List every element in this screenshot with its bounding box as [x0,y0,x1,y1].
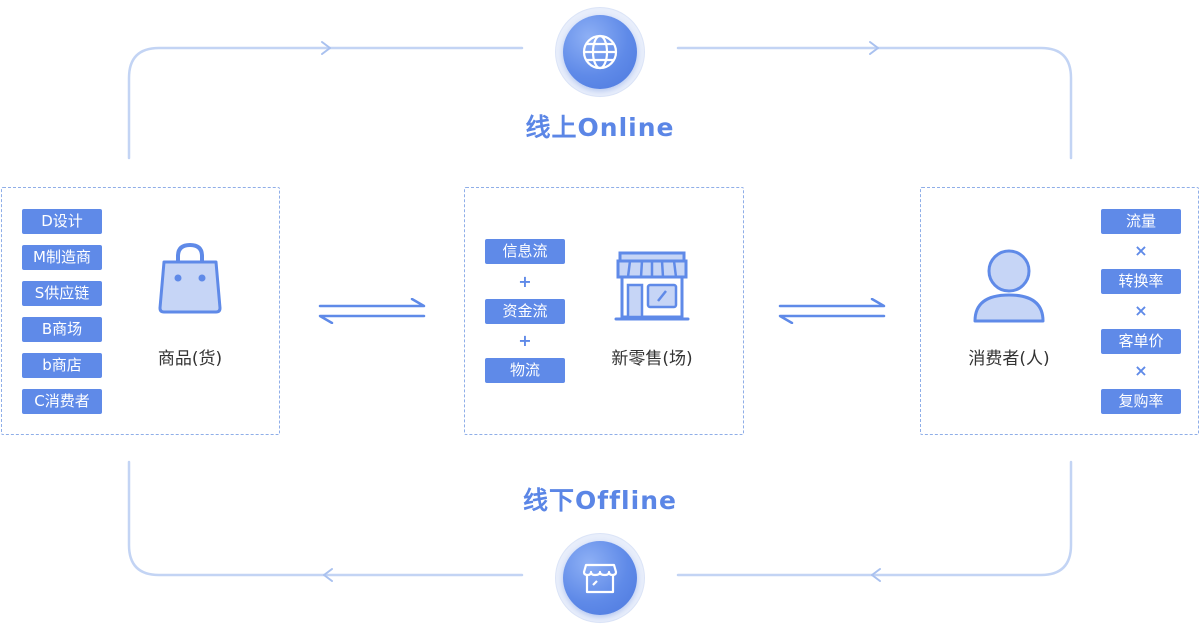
consumer-factor-tag: 转换率 [1101,269,1181,294]
offline-label: 线下Offline [523,486,677,515]
goods-tag: M制造商 [22,245,102,270]
retail-consumer-exchange-arrows [778,298,886,324]
storefront-icon [582,563,618,594]
goods-panel: D设计 M制造商 S供应链 B商场 b商店 C消费者 商品(货) [1,187,280,435]
retail-flow-tag: 资金流 [485,299,565,324]
online-loop-right [676,46,1073,160]
offline-arrow-left [323,568,333,582]
online-arrow-left [321,41,331,55]
consumer-factor-tag: 流量 [1101,209,1181,234]
goods-tag: C消费者 [22,389,102,414]
goods-tag: b商店 [22,353,102,378]
online-label: 线上Online [525,113,675,142]
arrow-left-icon [318,314,426,324]
consumer-panel: 消费者(人) 流量 × 转换率 × 客单价 × 复购率 [920,187,1199,435]
arrow-left-icon [778,314,886,324]
goods-caption: 商品(货) [157,349,223,369]
consumer-caption: 消费者(人) [968,349,1050,369]
multiply-sign: × [1134,301,1148,320]
retail-caption: 新零售(场) [611,349,693,369]
consumer-factor-tag: 复购率 [1101,389,1181,414]
multiply-sign: × [1134,361,1148,380]
person-icon [973,249,1045,323]
goods-tag: S供应链 [22,281,102,306]
online-arrow-right [869,41,879,55]
goods-tag: B商场 [22,317,102,342]
online-loop-left [127,46,524,160]
consumer-factor-tag: 客单价 [1101,329,1181,354]
online-hub [556,8,644,96]
shop-icon [614,251,690,321]
multiply-sign: × [1134,241,1148,260]
plus-sign: + [518,272,532,291]
arrow-right-icon [318,298,426,308]
goods-retail-exchange-arrows [318,298,426,324]
plus-sign: + [518,331,532,350]
retail-flow-tag: 信息流 [485,239,565,264]
offline-loop-right [676,460,1073,577]
shopping-bag-icon [158,242,222,314]
offline-arrow-right [871,568,881,582]
offline-loop-left [127,460,524,577]
globe-icon [582,34,618,70]
retail-panel: 信息流 + 资金流 + 物流 新零售(场) [464,187,744,435]
offline-hub [556,534,644,622]
goods-tag: D设计 [22,209,102,234]
arrow-right-icon [778,298,886,308]
retail-flow-tag: 物流 [485,358,565,383]
